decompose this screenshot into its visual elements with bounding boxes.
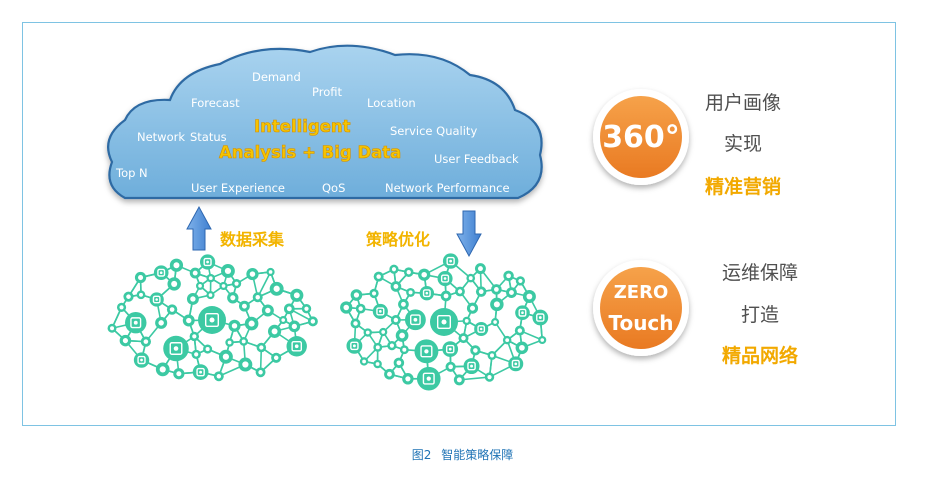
term-demand: Demand xyxy=(252,70,301,84)
term-status: Status xyxy=(190,130,227,144)
core-label-intelligent: Intelligent xyxy=(254,117,351,136)
term-network-performance: Network Performance xyxy=(385,181,510,195)
network-cluster-left xyxy=(107,254,318,382)
term-qos: QoS xyxy=(322,181,345,195)
badge-zero-touch: ZERO Touch xyxy=(593,260,689,356)
badge-360: 360° xyxy=(593,89,689,185)
badge-touch-text: Touch xyxy=(608,311,673,335)
term-top-n: Top N xyxy=(115,166,148,180)
term-service-quality: Service Quality xyxy=(390,124,477,138)
badge-zero-line-1: 运维保障 xyxy=(722,262,798,284)
flow-up-label: 数据采集 xyxy=(220,230,285,249)
figure-caption: 图2 智能策略保障 xyxy=(0,446,925,463)
diagram-canvas: Demand Profit Forecast Location Network … xyxy=(107,44,798,391)
badge-360-line-3: 精准营销 xyxy=(705,175,781,198)
flow-down: 策略优化 xyxy=(365,210,482,258)
arrow-down-icon xyxy=(456,210,482,258)
arrow-up-icon xyxy=(186,205,212,251)
flow-down-label: 策略优化 xyxy=(365,230,430,249)
core-label-analysis: Analysis + Big Data xyxy=(219,143,401,162)
term-user-experience: User Experience xyxy=(191,181,285,195)
term-location: Location xyxy=(367,96,416,110)
badge-360-text: 360° xyxy=(602,120,680,155)
badge-zero-captions: 运维保障 打造 精品网络 xyxy=(722,262,798,367)
term-profit: Profit xyxy=(312,85,342,99)
network-cluster-right xyxy=(340,253,549,391)
badge-360-line-1: 用户画像 xyxy=(705,92,781,114)
term-forecast: Forecast xyxy=(191,96,240,110)
caption-figure-number: 图2 xyxy=(411,448,432,462)
badge-zero-text: ZERO xyxy=(614,282,669,303)
flow-up: 数据采集 xyxy=(186,205,285,251)
caption-title: 智能策略保障 xyxy=(441,448,514,462)
badge-360-captions: 用户画像 实现 精准营销 xyxy=(705,92,781,198)
term-user-feedback: User Feedback xyxy=(434,152,519,166)
badge-360-line-2: 实现 xyxy=(724,133,762,155)
term-network: Network xyxy=(137,130,185,144)
data-cloud: Demand Profit Forecast Location Network … xyxy=(107,44,543,200)
badge-zero-line-3: 精品网络 xyxy=(722,344,798,367)
badge-zero-line-2: 打造 xyxy=(741,304,779,326)
